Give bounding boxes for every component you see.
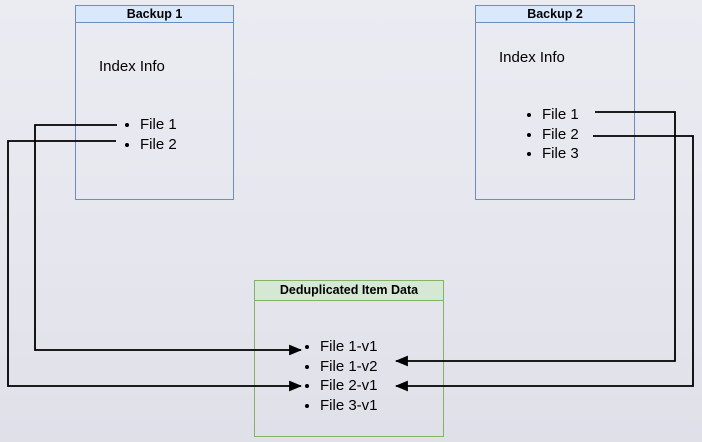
dedup-item: File 2-v1 <box>320 376 378 396</box>
backup1-index-info-label: Index Info <box>99 58 165 75</box>
backup2-file-list: File 1File 2File 3 <box>527 105 579 164</box>
dedup-item: File 3-v1 <box>320 396 378 416</box>
backup1-file-item: File 2 <box>140 135 177 155</box>
backup2-index-info-label: Index Info <box>499 49 565 66</box>
backup2-file-item: File 1 <box>542 105 579 125</box>
backup1-title: Backup 1 <box>76 6 233 23</box>
backup2-file-item: File 3 <box>542 144 579 164</box>
backup1-box: Backup 1 Index Info File 1File 2 <box>75 5 234 200</box>
backup1-file-list: File 1File 2 <box>125 115 177 154</box>
dedup-title: Deduplicated Item Data <box>255 281 443 301</box>
dedup-box: Deduplicated Item Data File 1-v1File 1-v… <box>254 280 444 437</box>
backup2-box: Backup 2 Index Info File 1File 2File 3 <box>475 5 635 200</box>
dedup-item: File 1-v2 <box>320 357 378 377</box>
dedup-item: File 1-v1 <box>320 337 378 357</box>
dedup-item-list: File 1-v1File 1-v2File 2-v1File 3-v1 <box>305 337 378 415</box>
backup1-file-item: File 1 <box>140 115 177 135</box>
backup2-file-item: File 2 <box>542 125 579 145</box>
backup2-title: Backup 2 <box>476 6 634 23</box>
